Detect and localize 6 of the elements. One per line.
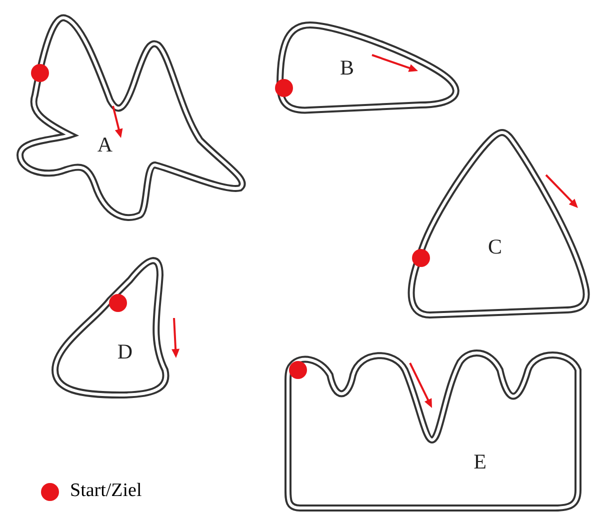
track-letter: E (474, 452, 486, 472)
track-letter: B (340, 58, 354, 78)
track-letter: C (488, 236, 502, 258)
track-letter: D (117, 342, 133, 362)
legend-label: Start/Ziel (70, 481, 142, 502)
track-letter: A (97, 134, 113, 156)
